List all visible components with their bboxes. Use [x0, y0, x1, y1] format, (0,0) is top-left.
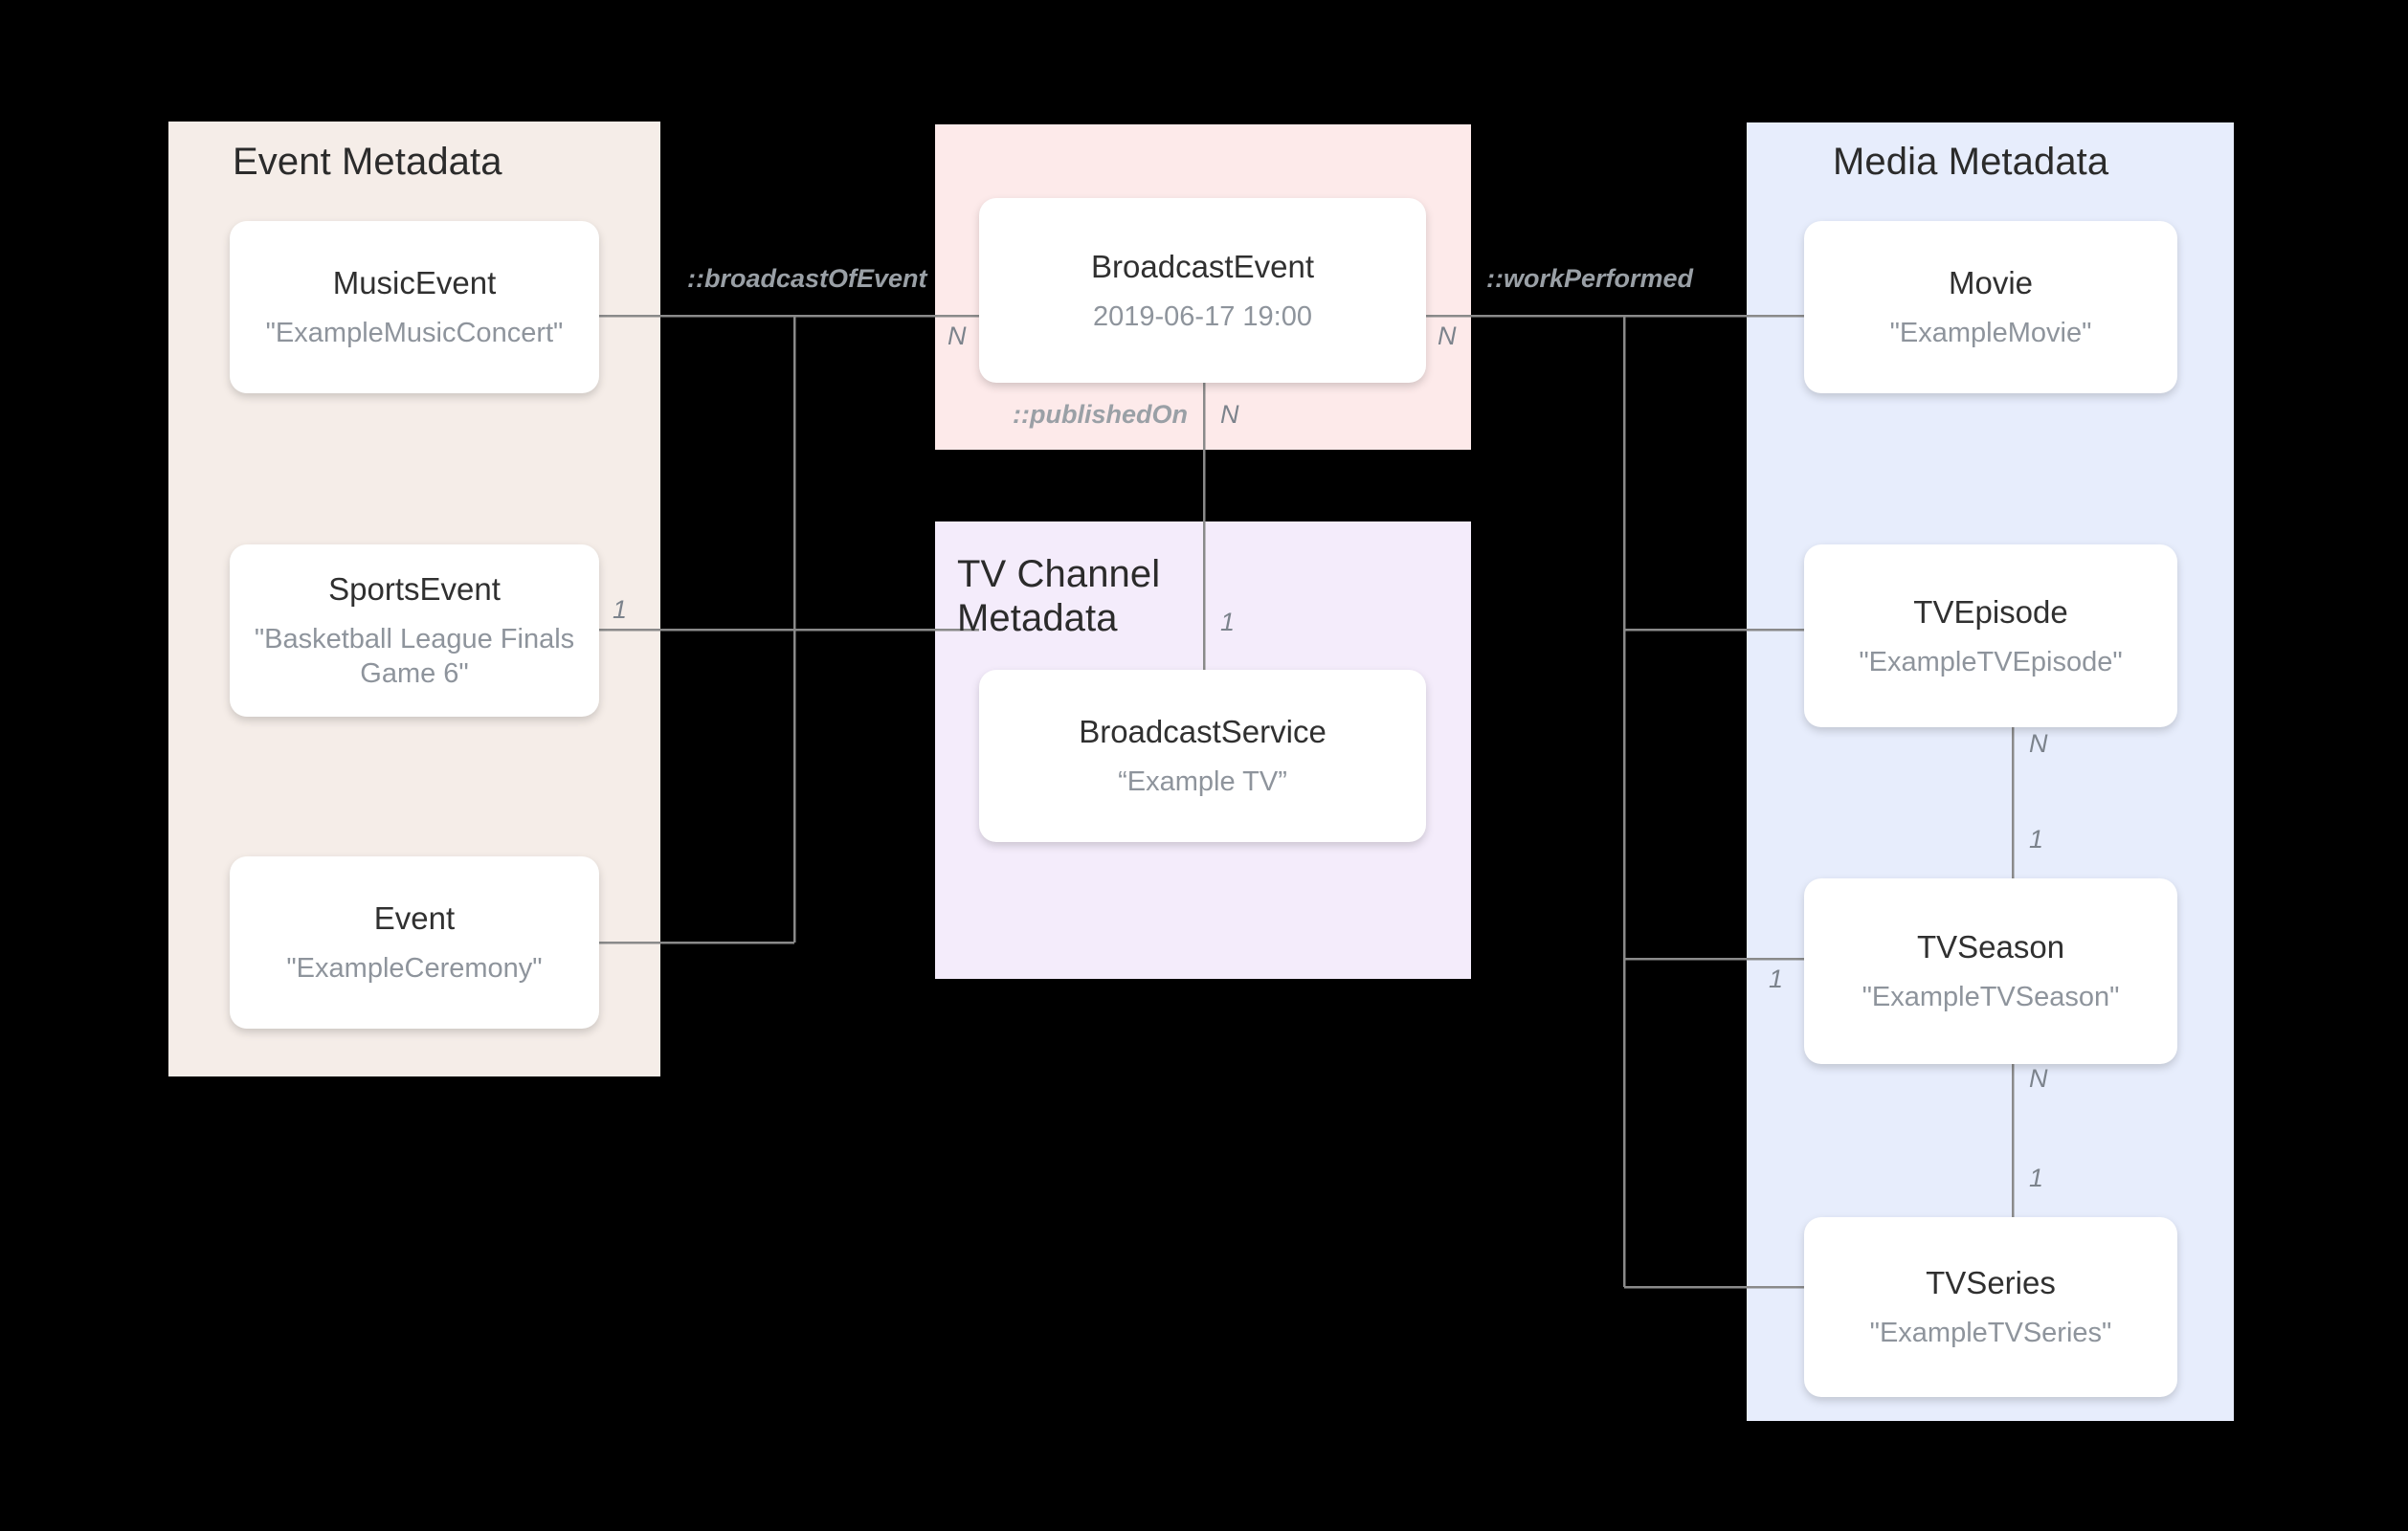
node-tvseason-title: TVSeason [1916, 929, 2065, 965]
node-tvseries-title: TVSeries [1926, 1265, 2056, 1300]
node-tvepisode-subtitle: "ExampleTVEpisode" [1859, 646, 2123, 677]
node-sportsevent-subtitle: "Basketball League Finals Game 6" [254, 624, 575, 689]
cardinality-tvseason-n: N [2029, 1064, 2048, 1093]
cardinality-tvseason-left-1: 1 [1769, 965, 1784, 993]
node-tvseries-subtitle: "ExampleTVSeries" [1869, 1318, 2112, 1348]
node-broadcastservice[interactable]: BroadcastService “Example TV” [979, 670, 1426, 842]
cardinality-broadcastevent-left: N [948, 322, 967, 350]
cardinality-broadcastevent-right: N [1438, 322, 1457, 350]
node-musicevent-subtitle: "ExampleMusicConcert" [265, 318, 564, 348]
node-sportsevent[interactable]: SportsEvent "Basketball League Finals Ga… [230, 544, 599, 717]
cardinality-tvseries-1: 1 [2029, 1164, 2044, 1192]
node-movie[interactable]: Movie "ExampleMovie" [1804, 221, 2177, 393]
node-event[interactable]: Event "ExampleCeremony" [230, 856, 599, 1029]
cardinality-broadcastservice-1: 1 [1220, 608, 1236, 636]
relation-label-work-performed: ::workPerformed [1486, 264, 1694, 293]
node-broadcastservice-title: BroadcastService [1079, 714, 1327, 749]
node-broadcastevent-title: BroadcastEvent [1091, 248, 1314, 284]
relation-label-broadcast-of-event: ::broadcastOfEvent [687, 264, 927, 293]
node-movie-title: Movie [1948, 265, 2034, 300]
cardinality-sportsevent-to-broadcastevent: 1 [613, 595, 628, 624]
relation-label-published-on: ::publishedOn [1013, 400, 1188, 429]
cardinality-published-on-n: N [1220, 400, 1239, 429]
node-tvepisode-title: TVEpisode [1913, 593, 2068, 630]
cardinality-tvseason-top-1: 1 [2029, 825, 2044, 854]
node-musicevent[interactable]: MusicEvent "ExampleMusicConcert" [230, 221, 599, 393]
node-musicevent-title: MusicEvent [332, 265, 497, 300]
node-movie-subtitle: "ExampleMovie" [1889, 318, 2092, 348]
node-event-title: Event [373, 900, 456, 936]
group-title-tv-channel-metadata: TV Channel Metadata [957, 553, 1161, 639]
group-title-event-metadata: Event Metadata [233, 141, 502, 183]
node-tvepisode[interactable]: TVEpisode "ExampleTVEpisode" [1804, 544, 2177, 727]
node-sportsevent-title: SportsEvent [328, 571, 501, 607]
node-broadcastservice-subtitle: “Example TV” [1118, 766, 1287, 797]
node-tvseason-subtitle: "ExampleTVSeason" [1862, 982, 2120, 1012]
node-broadcastevent[interactable]: BroadcastEvent 2019-06-17 19:00 [979, 198, 1426, 383]
node-broadcastevent-subtitle: 2019-06-17 19:00 [1093, 300, 1312, 332]
node-tvseason[interactable]: TVSeason "ExampleTVSeason" [1804, 878, 2177, 1064]
node-tvseries[interactable]: TVSeries "ExampleTVSeries" [1804, 1217, 2177, 1397]
group-title-media-metadata: Media Metadata [1833, 141, 2109, 183]
node-event-subtitle: "ExampleCeremony" [286, 953, 543, 984]
cardinality-tvepisode-n: N [2029, 729, 2048, 758]
